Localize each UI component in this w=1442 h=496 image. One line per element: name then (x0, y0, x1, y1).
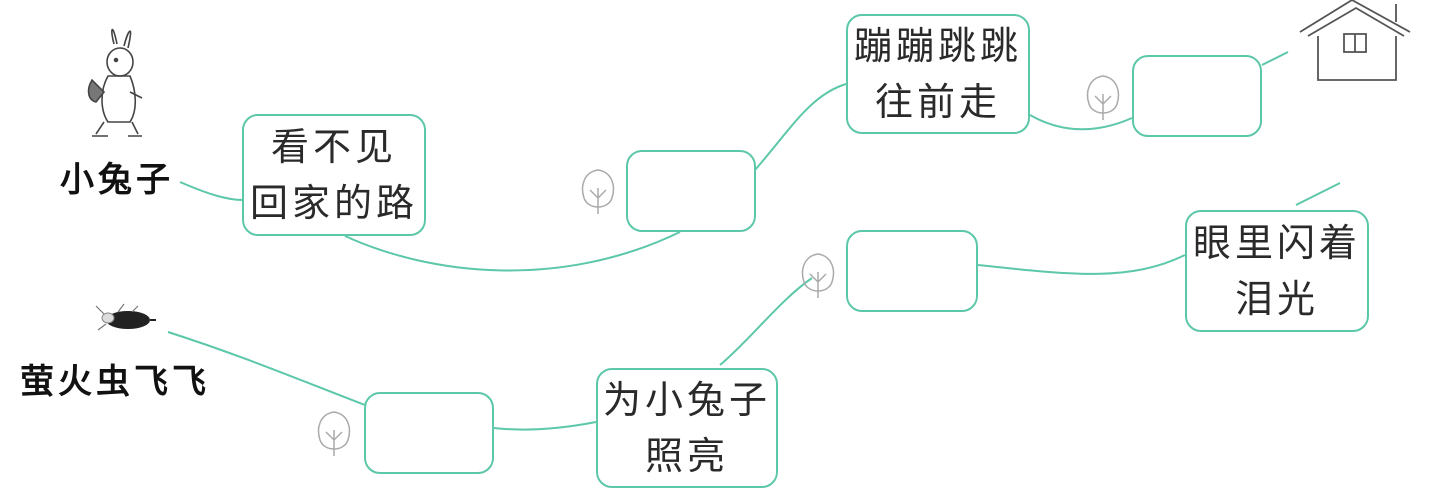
box-hop-forward: 蹦蹦跳跳 往前走 (846, 14, 1030, 134)
tree-icon (801, 253, 835, 298)
box-blank-house[interactable] (1132, 55, 1262, 137)
box-text-line: 泪光 (1234, 277, 1319, 321)
connector-rabbit-to-lost (179, 181, 244, 201)
rabbit-label: 小兔子 (60, 160, 174, 200)
box-text-line: 往前走 (874, 80, 1001, 124)
box-text-line: 回家的路 (249, 181, 418, 225)
box-text-line: 为小兔子 (602, 378, 771, 422)
box-lost-way: 看不见 回家的路 (242, 114, 426, 236)
box-tears: 眼里闪着 泪光 (1185, 210, 1369, 332)
connector-light-to-blank-firefly (719, 277, 813, 366)
connector-firefly-to-blank-low (167, 331, 366, 406)
connector-lost-to-blank-mid (344, 231, 681, 272)
rabbit-illustration (87, 28, 143, 137)
box-text-line: 看不见 (270, 125, 397, 169)
house-illustration (1299, 0, 1411, 81)
connector-blank-mid-to-hop (754, 83, 847, 171)
box-blank-mid[interactable] (626, 150, 756, 232)
tree-icon (1086, 75, 1120, 120)
box-text-line: 照亮 (644, 434, 729, 478)
connector-blank-low-to-light (493, 421, 597, 431)
tree-icon (317, 411, 351, 456)
box-light-rabbit: 为小兔子 照亮 (596, 368, 778, 488)
box-text-line: 眼里闪着 (1192, 221, 1361, 265)
tree-icon (581, 169, 615, 214)
connector-hop-to-blank-house (1029, 114, 1133, 131)
box-blank-firefly[interactable] (846, 230, 978, 312)
connector-blank-firefly-to-tears (977, 254, 1186, 275)
connector-blank-house-to-house (1261, 51, 1289, 66)
firefly-illustration (95, 303, 156, 331)
box-text-line: 蹦蹦跳跳 (853, 24, 1022, 68)
connector-tears-to-house (1295, 182, 1341, 206)
firefly-label: 萤火虫飞飞 (20, 362, 210, 402)
box-blank-low[interactable] (364, 392, 494, 474)
